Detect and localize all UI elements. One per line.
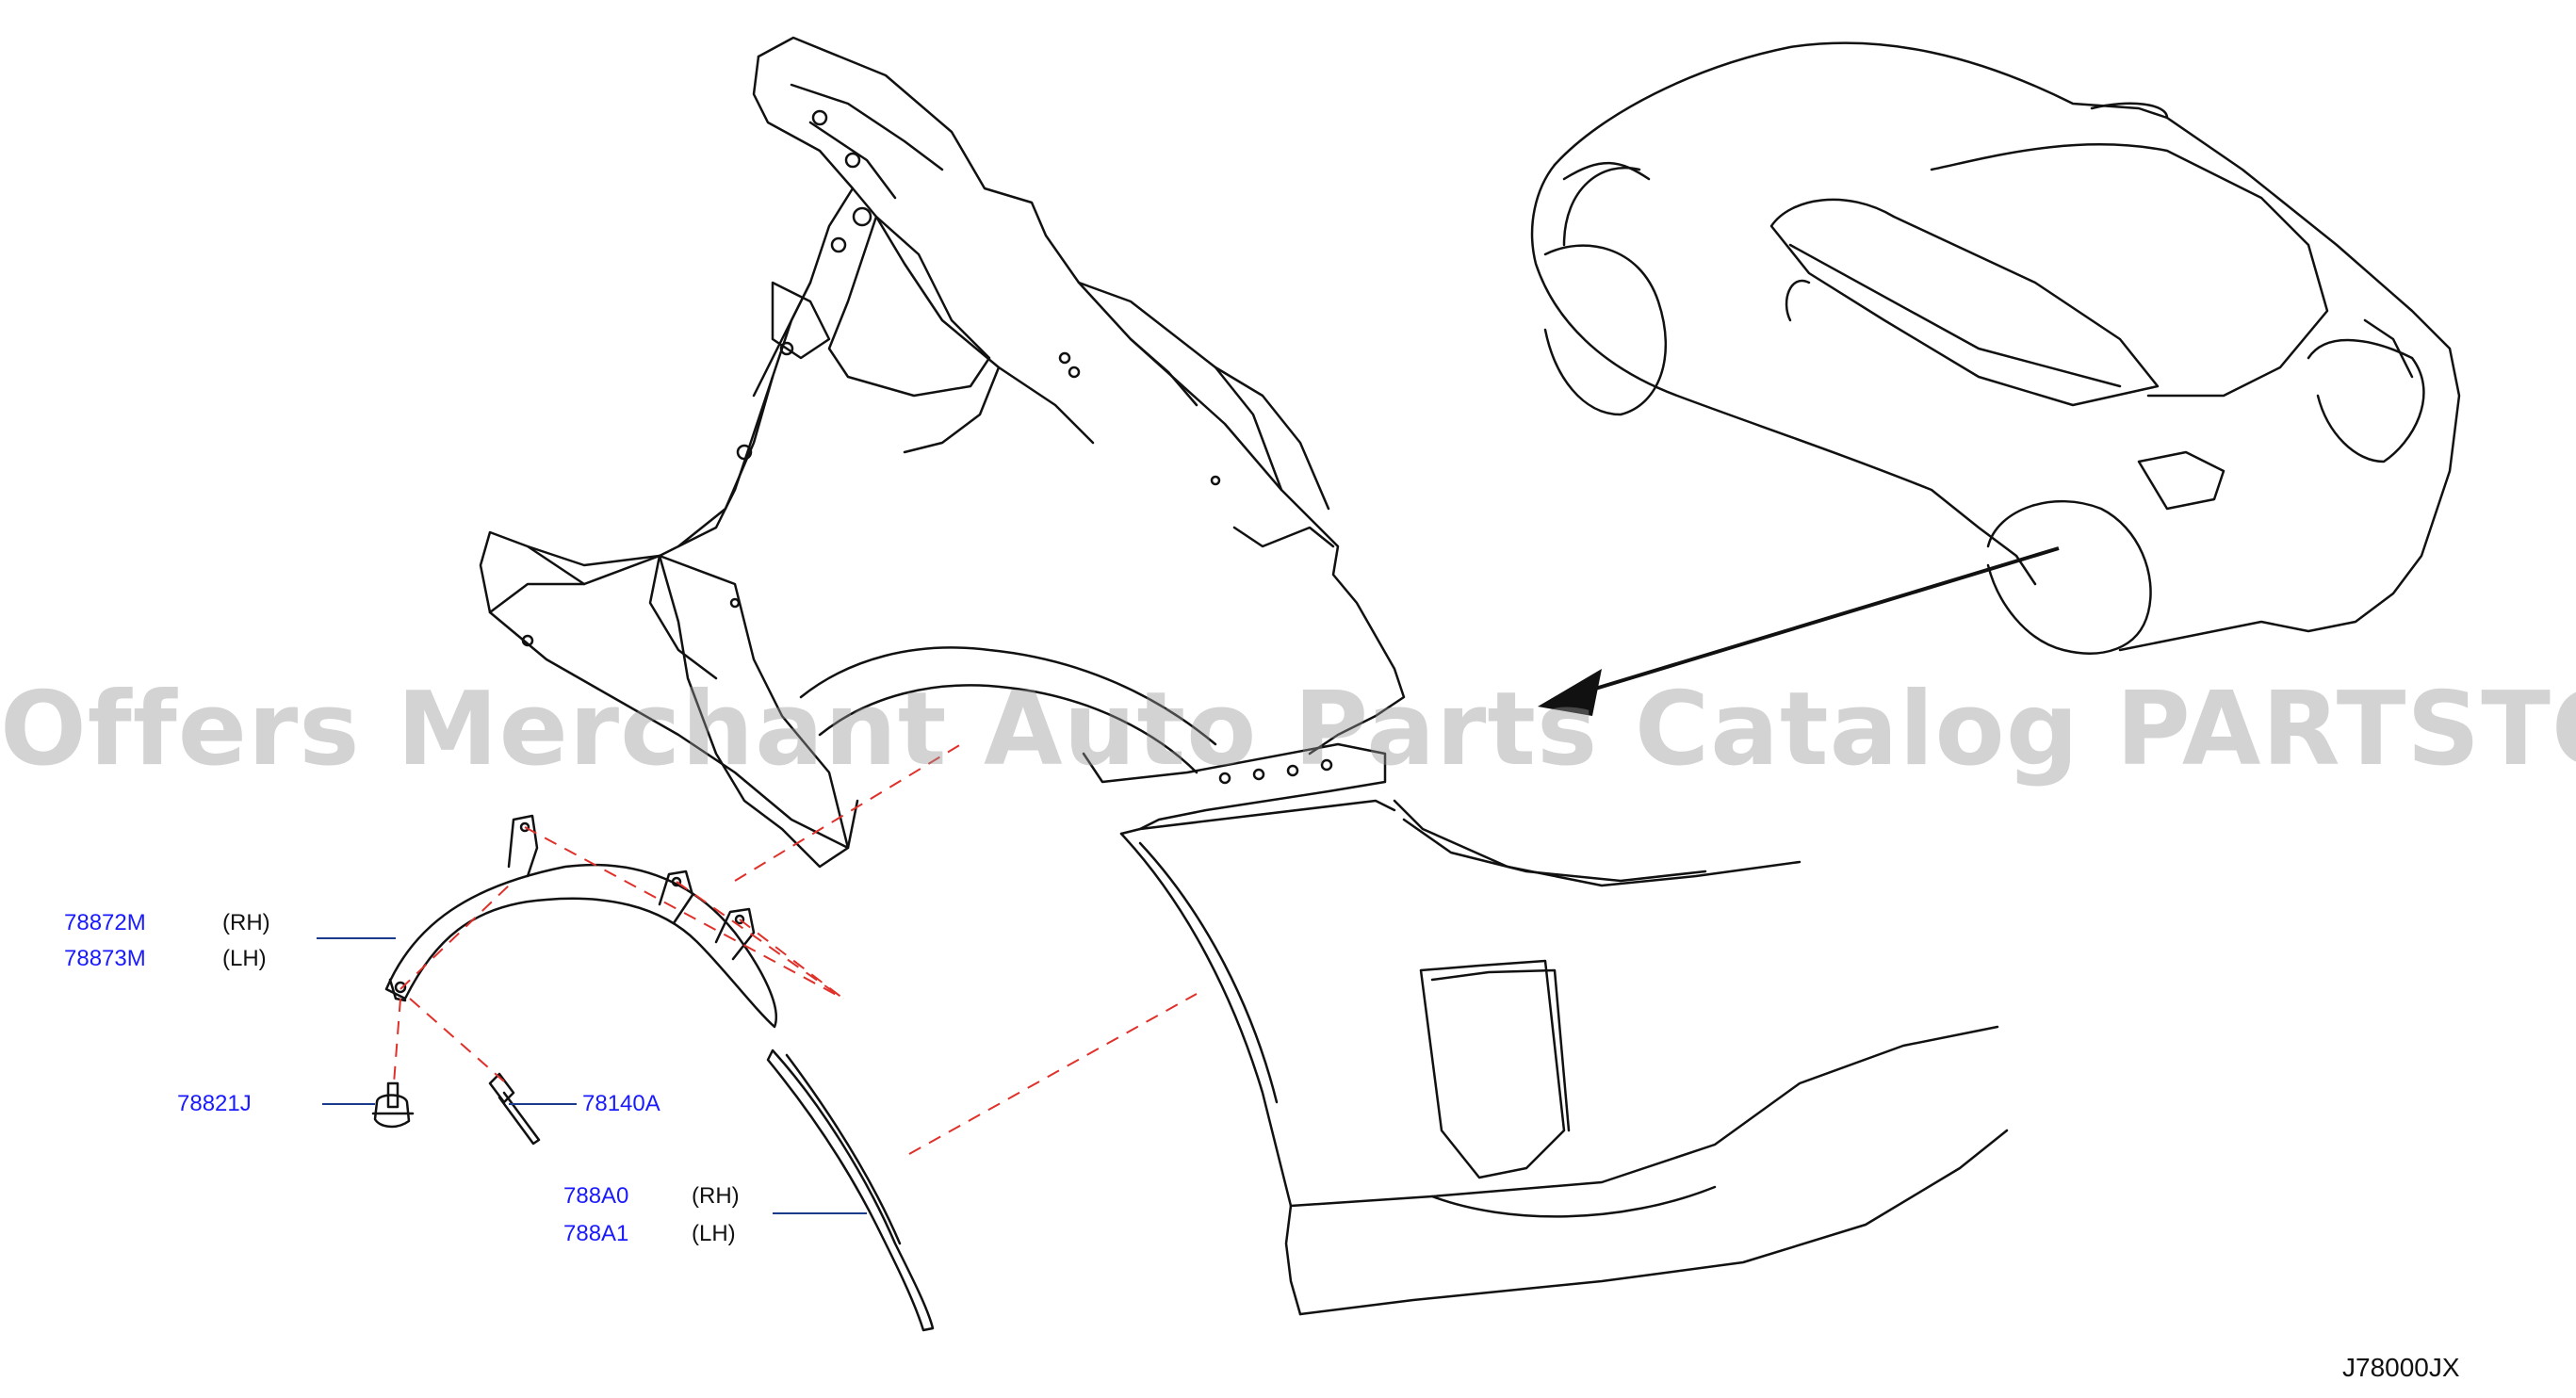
- side-label-lh: (LH): [222, 946, 267, 971]
- callout-lines: [317, 937, 867, 1214]
- part-number-788a1[interactable]: 788A1: [563, 1221, 629, 1246]
- part-number-78872m[interactable]: 78872M: [64, 910, 146, 935]
- inner-wheel-house: [658, 554, 1387, 869]
- rivet-part: [488, 1072, 541, 1146]
- side-label-rh: (RH): [692, 1183, 740, 1209]
- side-label-lh: (LH): [692, 1221, 736, 1246]
- watermark: Offers Merchant Auto Parts Catalog PARTS…: [0, 671, 2576, 788]
- part-number-78821j[interactable]: 78821J: [177, 1091, 252, 1116]
- part-number-788a0[interactable]: 788A0: [563, 1183, 629, 1209]
- body-inner-panel: [479, 36, 1406, 850]
- arrow-icon: [1538, 546, 2060, 716]
- side-label-rh: (RH): [222, 910, 270, 935]
- part-number-78140a[interactable]: 78140A: [582, 1091, 660, 1116]
- arch-molding-part: [766, 1048, 935, 1332]
- quarter-outer-panel: [1119, 799, 2009, 1316]
- part-number-78873m[interactable]: 78873M: [64, 946, 146, 971]
- diagram-reference-code: J78000JX: [2342, 1353, 2460, 1382]
- dashed-assembly-lines: [393, 743, 1198, 1155]
- clip-part: [371, 1081, 415, 1129]
- arch-bracket-part: [384, 814, 777, 1029]
- vehicle-outline: [1530, 41, 2461, 655]
